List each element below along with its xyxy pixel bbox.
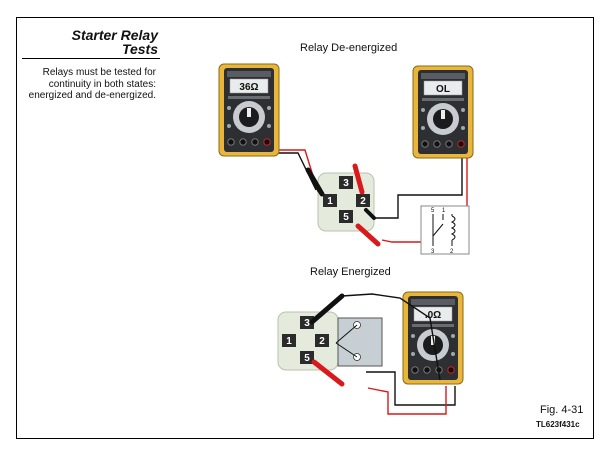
terminal-label: 2 bbox=[319, 336, 325, 347]
figure-code: TL623f431c bbox=[536, 420, 580, 429]
terminal-label: 5 bbox=[343, 212, 349, 223]
relay-top-terminal-5: 5 bbox=[339, 210, 353, 223]
probe-black-terminal-3 bbox=[309, 293, 345, 325]
meter-bottom-reading: .0Ω bbox=[425, 310, 441, 321]
lead-black-probe-3 bbox=[341, 293, 441, 381]
schematic-pin-1: 1 bbox=[442, 208, 446, 214]
label-relay-energized: Relay Energized bbox=[310, 266, 391, 278]
probe-red-terminal-5 bbox=[311, 359, 345, 387]
probe-black-terminal-1 bbox=[305, 167, 325, 197]
schematic-pin-5: 5 bbox=[431, 208, 435, 214]
terminal-label: 5 bbox=[304, 353, 310, 364]
multimeter-right: OL bbox=[412, 65, 474, 159]
lead-black-right-meter bbox=[374, 154, 463, 219]
probe-black-terminal-2 bbox=[364, 208, 376, 220]
relay-deenergized: 3 1 2 5 bbox=[317, 172, 375, 232]
relay-energized: 3 1 2 5 bbox=[277, 311, 383, 371]
probe-red-terminal-2 bbox=[352, 163, 365, 195]
probes-energized bbox=[309, 293, 441, 387]
meter-left-reading: 36Ω bbox=[239, 82, 258, 93]
terminal-label: 3 bbox=[343, 178, 349, 189]
relay-bottom-terminal-5: 5 bbox=[300, 351, 314, 364]
multimeter-left: 36Ω bbox=[218, 63, 280, 157]
probe-red-terminal-5 bbox=[355, 223, 381, 247]
figure-frame bbox=[16, 17, 594, 439]
meter-right-reading: OL bbox=[436, 84, 450, 95]
leads-energized bbox=[366, 371, 456, 415]
relay-bottom-terminal-3: 3 bbox=[300, 316, 314, 329]
sidebar-title: Starter Relay Tests bbox=[30, 28, 158, 56]
relay-top-terminal-3: 3 bbox=[339, 176, 353, 189]
relay-top-terminal-1: 1 bbox=[323, 194, 337, 207]
lead-black-bottom-meter bbox=[366, 371, 456, 406]
label-relay-deenergized: Relay De-energized bbox=[300, 42, 398, 54]
title-line-1: Starter Relay bbox=[71, 27, 158, 43]
relay-schematic: 5 1 3 2 bbox=[420, 205, 470, 255]
schematic-pin-2: 2 bbox=[450, 249, 454, 255]
relay-top-terminal-2: 2 bbox=[356, 194, 370, 207]
schematic-pin-3: 3 bbox=[431, 249, 435, 255]
figure-number: Fig. 4-31 bbox=[540, 404, 584, 416]
terminal-label: 1 bbox=[286, 336, 292, 347]
title-divider bbox=[22, 58, 160, 59]
probes-deenergized bbox=[305, 163, 381, 247]
title-line-2: Tests bbox=[121, 41, 158, 57]
terminal-label: 2 bbox=[360, 196, 366, 207]
multimeter-bottom: .0Ω bbox=[402, 291, 464, 385]
terminal-label: 3 bbox=[304, 318, 310, 329]
sidebar-description: Relays must be tested for continuity in … bbox=[28, 67, 156, 101]
terminal-label: 1 bbox=[327, 196, 333, 207]
lead-red-bottom-meter bbox=[367, 386, 447, 415]
relay-bottom-terminal-1: 1 bbox=[282, 334, 296, 347]
relay-bottom-terminal-2: 2 bbox=[315, 334, 329, 347]
